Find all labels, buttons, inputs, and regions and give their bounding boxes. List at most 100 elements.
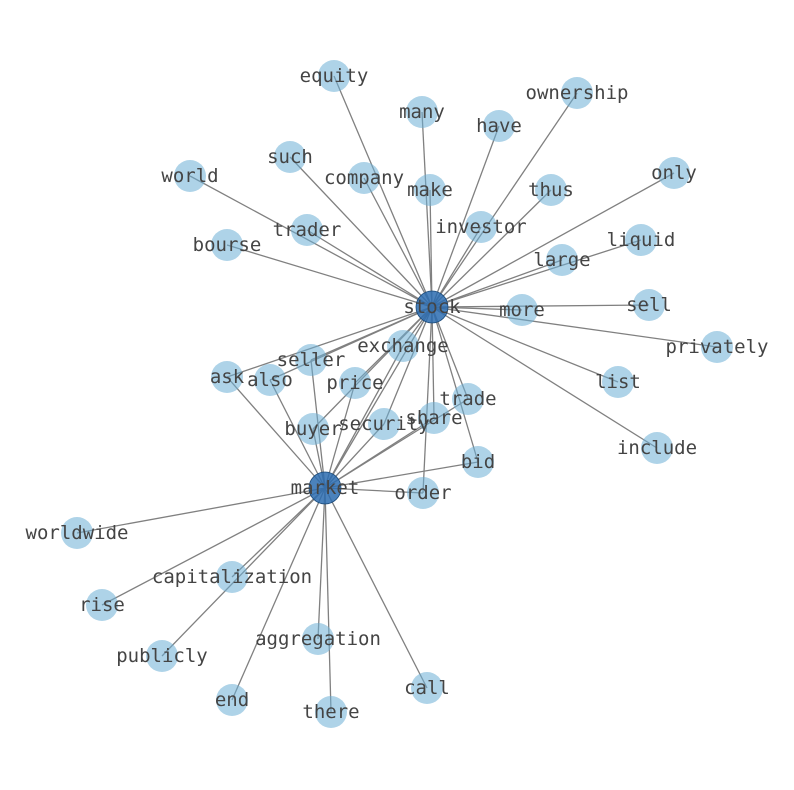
node-bourse	[211, 229, 243, 261]
labels-layer: stockmarketequitymanyownershiphavesuchco…	[26, 65, 769, 723]
edge-stock-company	[363, 177, 433, 308]
node-label-price: price	[326, 372, 383, 394]
node-label-sell: sell	[626, 294, 672, 316]
node-only	[658, 157, 690, 189]
node-call	[411, 672, 443, 704]
node-label-world: world	[161, 165, 218, 187]
node-aggregation	[302, 623, 334, 655]
edge-stock-make	[429, 189, 433, 308]
edge-market-price	[324, 382, 356, 489]
node-seller	[295, 344, 327, 376]
node-order	[407, 477, 439, 509]
edge-stock-equity	[333, 75, 433, 308]
node-market	[308, 471, 342, 505]
node-label-exchange: exchange	[357, 335, 449, 357]
node-include	[641, 432, 673, 464]
nodes-layer	[61, 60, 733, 728]
edge-market-worldwide	[76, 487, 326, 534]
node-bid	[462, 446, 494, 478]
edge-stock-bid	[431, 306, 479, 463]
node-company	[348, 162, 380, 194]
edge-stock-such	[289, 156, 433, 308]
edge-market-bid	[324, 461, 479, 489]
node-world	[174, 160, 206, 192]
node-equity	[318, 60, 350, 92]
node-large	[546, 244, 578, 276]
node-label-end: end	[215, 689, 249, 711]
edge-market-call	[324, 487, 428, 689]
node-ask	[211, 361, 243, 393]
node-have	[483, 110, 515, 142]
node-make	[414, 174, 446, 206]
node-label-trader: trader	[273, 219, 342, 241]
node-price	[339, 367, 371, 399]
edge-stock-include	[431, 306, 658, 449]
node-rise	[86, 589, 118, 621]
edge-stock-ask	[226, 306, 433, 378]
node-thus	[535, 174, 567, 206]
node-label-aggregation: aggregation	[255, 628, 381, 650]
edge-market-exchange	[324, 345, 404, 489]
edge-stock-trader	[306, 229, 433, 308]
node-share	[418, 402, 450, 434]
node-label-bid: bid	[461, 451, 495, 473]
node-trade	[452, 383, 484, 415]
edge-stock-list	[431, 306, 619, 383]
edge-market-rise	[101, 487, 326, 606]
node-more	[506, 294, 538, 326]
node-label-stock: stock	[403, 296, 461, 318]
edge-stock-large	[431, 259, 563, 308]
node-label-capitalization: capitalization	[152, 566, 312, 588]
edge-stock-bourse	[226, 244, 433, 308]
edge-market-also	[269, 379, 326, 489]
node-buyer	[297, 413, 329, 445]
node-many	[406, 96, 438, 128]
node-label-only: only	[651, 162, 697, 184]
edge-market-there	[324, 487, 332, 713]
node-worldwide	[61, 517, 93, 549]
node-label-security: security	[338, 413, 430, 435]
node-label-there: there	[302, 701, 359, 723]
edge-stock-only	[431, 172, 675, 308]
node-label-rise: rise	[79, 594, 125, 616]
node-label-liquid: liquid	[607, 229, 676, 251]
node-label-share: share	[405, 407, 462, 429]
node-security	[368, 408, 400, 440]
node-label-bourse: bourse	[193, 234, 262, 256]
node-label-investor: investor	[435, 216, 527, 238]
node-end	[216, 684, 248, 716]
node-label-equity: equity	[300, 65, 369, 87]
node-label-trade: trade	[439, 388, 496, 410]
node-sell	[633, 289, 665, 321]
edge-stock-liquid	[431, 239, 642, 308]
node-label-order: order	[394, 482, 451, 504]
node-label-company: company	[324, 167, 404, 189]
edge-stock-have	[431, 125, 500, 308]
node-label-such: such	[267, 146, 313, 168]
node-label-large: large	[533, 249, 590, 271]
node-label-ask: ask	[210, 366, 245, 388]
edge-stock-ownership	[431, 92, 578, 308]
edge-stock-privately	[431, 306, 718, 348]
node-label-seller: seller	[277, 349, 346, 371]
edge-stock-trade	[431, 306, 469, 400]
node-label-make: make	[407, 179, 453, 201]
edge-stock-order	[422, 306, 433, 494]
edge-market-aggregation	[317, 487, 326, 640]
edge-stock-many	[421, 111, 433, 308]
node-privately	[701, 331, 733, 363]
node-exchange	[387, 330, 419, 362]
node-there	[315, 696, 347, 728]
node-label-worldwide: worldwide	[26, 522, 129, 544]
node-label-many: many	[399, 101, 445, 123]
edge-stock-share	[431, 306, 435, 419]
node-label-publicly: publicly	[116, 645, 208, 667]
edge-stock-thus	[431, 189, 552, 308]
edge-stock-buyer	[312, 306, 433, 430]
node-label-privately: privately	[666, 336, 769, 358]
node-liquid	[625, 224, 657, 256]
edge-market-capitalization	[231, 487, 326, 578]
node-label-buyer: buyer	[284, 418, 341, 440]
edge-stock-security	[383, 306, 433, 425]
